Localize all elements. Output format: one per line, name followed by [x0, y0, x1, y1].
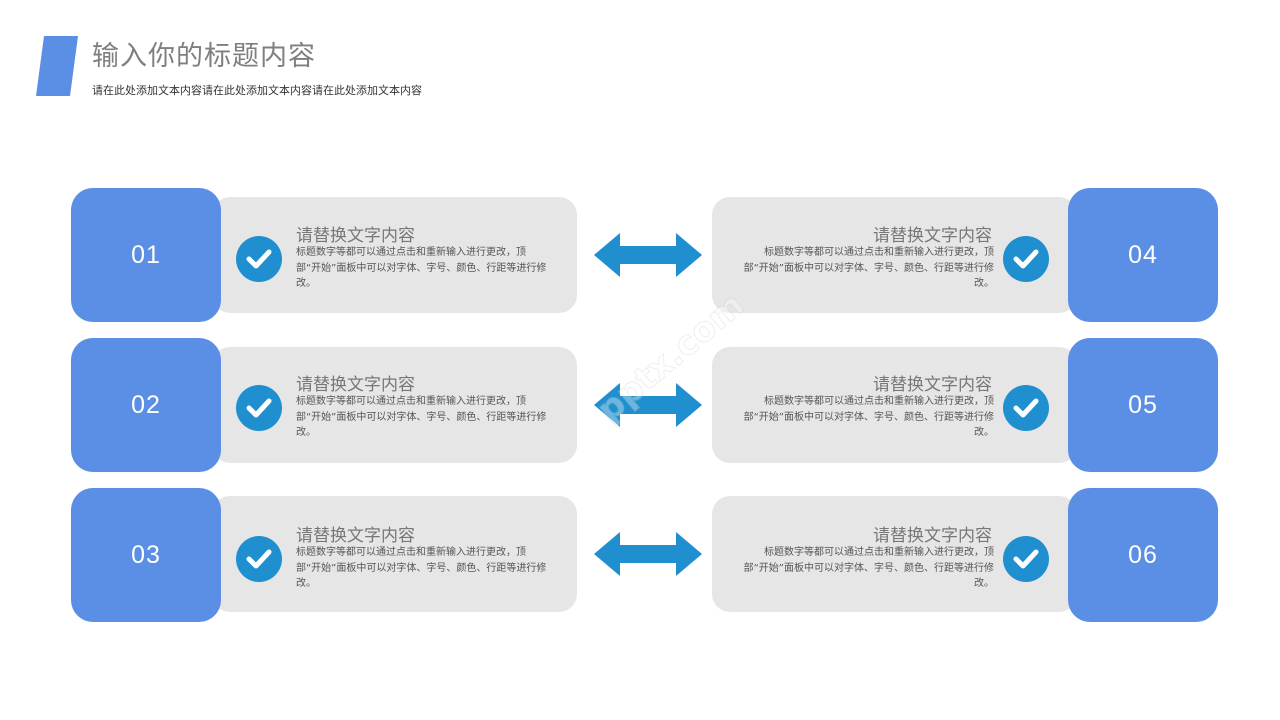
item-description[interactable]: 标题数字等都可以通过点击和重新输入进行更改，顶部“开始”面板中可以对字体、字号、…: [743, 396, 994, 438]
item-description[interactable]: 标题数字等都可以通过点击和重新输入进行更改，顶部“开始”面板中可以对字体、字号、…: [296, 547, 547, 589]
item-title[interactable]: 请替换文字内容: [873, 375, 992, 395]
check-circle-icon: [1003, 385, 1049, 431]
page-subtitle[interactable]: 请在此处添加文本内容请在此处添加文本内容请在此处添加文本内容: [92, 84, 422, 97]
item-description[interactable]: 标题数字等都可以通过点击和重新输入进行更改，顶部“开始”面板中可以对字体、字号、…: [743, 247, 994, 289]
check-circle-icon: [1003, 536, 1049, 582]
item-title[interactable]: 请替换文字内容: [296, 226, 415, 246]
check-circle-icon: [236, 385, 282, 431]
double-arrow-icon: [594, 383, 702, 427]
item-number-box[interactable]: 04: [1068, 188, 1218, 322]
item-number-box[interactable]: 05: [1068, 338, 1218, 472]
item-description[interactable]: 标题数字等都可以通过点击和重新输入进行更改，顶部“开始”面板中可以对字体、字号、…: [743, 547, 994, 589]
check-circle-icon: [1003, 236, 1049, 282]
double-arrow-icon: [594, 233, 702, 277]
double-arrow-icon: [594, 532, 702, 576]
item-title[interactable]: 请替换文字内容: [296, 526, 415, 546]
item-number-box[interactable]: 06: [1068, 488, 1218, 622]
item-title[interactable]: 请替换文字内容: [873, 526, 992, 546]
check-circle-icon: [236, 536, 282, 582]
check-circle-icon: [236, 236, 282, 282]
item-description[interactable]: 标题数字等都可以通过点击和重新输入进行更改，顶部“开始”面板中可以对字体、字号、…: [296, 247, 547, 289]
item-number-box[interactable]: 02: [71, 338, 221, 472]
title-accent-bar: [36, 36, 78, 96]
item-description[interactable]: 标题数字等都可以通过点击和重新输入进行更改，顶部“开始”面板中可以对字体、字号、…: [296, 396, 547, 438]
item-title[interactable]: 请替换文字内容: [296, 375, 415, 395]
item-title[interactable]: 请替换文字内容: [873, 226, 992, 246]
item-number-box[interactable]: 01: [71, 188, 221, 322]
item-number-box[interactable]: 03: [71, 488, 221, 622]
page-title[interactable]: 输入你的标题内容: [92, 41, 316, 72]
